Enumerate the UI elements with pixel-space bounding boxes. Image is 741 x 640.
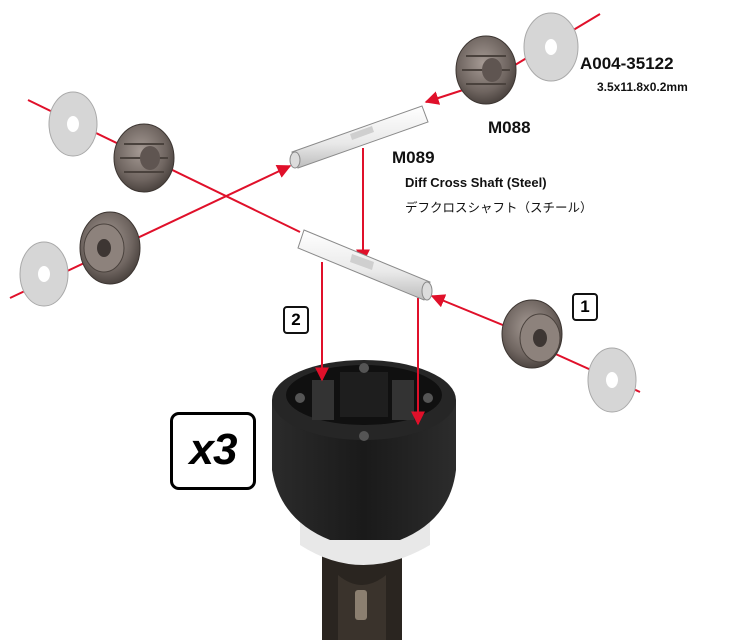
gear-left-upper [113, 123, 175, 193]
gear-part-code: M088 [488, 118, 531, 137]
step-badge-1: 1 [572, 293, 598, 321]
washer-part-size: 3.5x11.8x0.2mm [597, 80, 688, 94]
shaft-part-name-en: Diff Cross Shaft (Steel) [405, 175, 547, 190]
washer-top-right [523, 12, 579, 82]
quantity-badge: x3 [170, 412, 256, 490]
washer-part-code: A004-35122 [580, 54, 674, 73]
gear-left-lower [79, 211, 141, 285]
washer-left-upper [48, 91, 98, 157]
step-badge-2: 2 [283, 306, 309, 334]
shaft-part-name-jp: デフクロスシャフト（スチール） [405, 200, 593, 215]
washer-left-lower [19, 241, 69, 307]
gear-bottom-right [501, 299, 563, 369]
shaft-part-code: M089 [392, 148, 435, 167]
washer-bottom-right [587, 347, 637, 413]
diff-case [272, 360, 456, 640]
gear-top-right [455, 35, 517, 105]
cross-shaft-upper [289, 105, 429, 169]
cross-shaft-lower [297, 229, 433, 301]
